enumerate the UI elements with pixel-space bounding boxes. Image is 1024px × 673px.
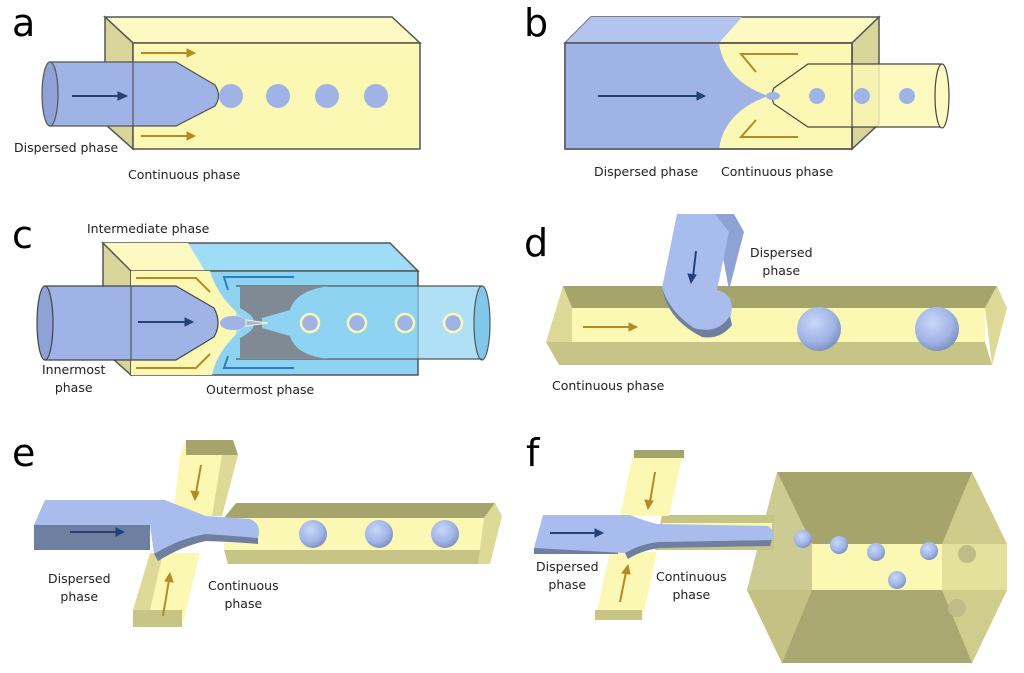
droplet-faded	[948, 599, 966, 617]
panel-b: b Dispersed phase Continuous phase	[512, 0, 1024, 200]
cross-junction-diagram	[34, 440, 502, 627]
double-emulsion-droplet	[299, 312, 321, 334]
capillary-opening	[41, 61, 59, 127]
droplet	[854, 88, 870, 104]
panel-e: e	[0, 420, 512, 650]
panel-letter-b: b	[524, 1, 549, 45]
droplet	[794, 530, 812, 548]
continuous-flow-arrow-icon	[619, 471, 656, 603]
double-emulsion-droplet	[394, 312, 416, 334]
droplet	[830, 536, 848, 554]
double-emulsion-droplet	[442, 312, 464, 334]
panel-letter-f: f	[526, 431, 540, 475]
label-innermost-phase: Innermost phase	[42, 362, 106, 396]
label-dispersed-phase: Dispersed phase	[48, 571, 111, 605]
label-intermediate-phase: Intermediate phase	[87, 221, 210, 236]
intermediate-flow-arrow-icon	[136, 277, 211, 369]
droplet	[315, 84, 339, 108]
droplet	[219, 84, 243, 108]
dispersed-flow-arrow-icon	[598, 91, 707, 101]
tube-opening	[473, 285, 491, 361]
tube-wall	[240, 286, 330, 359]
label-dispersed-phase: Dispersed phase	[750, 245, 813, 279]
chamber-left	[747, 472, 812, 663]
droplet	[915, 307, 959, 351]
label-continuous-phase: Continuous phase	[128, 167, 241, 182]
label-dispersed-phase: Dispersed phase	[14, 140, 119, 155]
channel-back-wall	[563, 286, 997, 308]
panel-d: d Dispersed phase	[512, 200, 1024, 410]
droplet	[266, 84, 290, 108]
outlet-back-wall	[224, 503, 495, 518]
droplet-faded	[958, 545, 976, 563]
channel-right-end	[985, 286, 1007, 365]
channel-left-end	[546, 286, 572, 342]
chamber-bottom	[747, 590, 1007, 663]
outlet-front-wall	[224, 550, 484, 564]
inlet-curve	[662, 288, 732, 338]
panel-c: c Int	[0, 210, 512, 410]
dispersed-inlet-top	[34, 500, 259, 554]
outlet-floor	[224, 518, 484, 550]
droplet	[899, 88, 915, 104]
panel-f: f	[512, 420, 1024, 673]
droplet	[867, 543, 885, 561]
dispersed-flow-arrow-icon	[550, 528, 605, 538]
droplet	[766, 92, 780, 100]
flow-focusing-device-diagram	[563, 15, 950, 151]
droplet	[920, 542, 938, 560]
label-continuous-phase: Continuous phase	[721, 164, 834, 179]
label-outermost-phase: Outermost phase	[206, 382, 315, 397]
continuous-flow-arrow-icon	[583, 322, 639, 332]
label-dispersed-phase: Dispersed phase	[594, 164, 699, 179]
panel-letter-d: d	[524, 221, 549, 265]
channel-box-top	[103, 16, 422, 44]
panel-letter-e: e	[12, 431, 36, 475]
label-continuous-phase: Continuous phase	[208, 578, 279, 612]
innermost-flow-arrow-icon	[138, 317, 195, 327]
droplet	[797, 307, 841, 351]
dispersed-flow-arrow-icon	[687, 250, 697, 285]
double-emulsion-droplet	[346, 312, 368, 334]
label-continuous-phase: Continuous phase	[552, 378, 665, 393]
droplet	[364, 84, 388, 108]
droplet	[299, 520, 327, 548]
dispersed-thread-side	[154, 534, 258, 561]
step-emulsification-diagram	[546, 214, 1007, 365]
inlet-channel	[662, 214, 732, 332]
double-emulsion-device-diagram	[36, 241, 491, 377]
panel-a: a Dispersed phase Continuous phase	[0, 0, 512, 200]
capillary-opening	[934, 63, 950, 129]
dispersed-flow-arrow-icon	[70, 527, 126, 537]
continuous-flow-arrow-icon	[141, 48, 197, 141]
capillary-opening	[36, 285, 54, 361]
capillary-tube	[49, 61, 220, 127]
dispersed-inlet-top	[534, 515, 774, 553]
side-channel-bottom	[595, 552, 657, 620]
continuous-flow-arrow-icon	[162, 464, 202, 617]
label-dispersed-phase: Dispersed phase	[536, 559, 599, 593]
droplet	[888, 571, 906, 589]
dispersed-flow-arrow-icon	[72, 91, 129, 101]
outermost-flow-arrow-icon	[222, 276, 294, 369]
outlet-end	[478, 503, 502, 564]
dispersed-inlet-side	[34, 525, 150, 550]
droplet	[365, 520, 393, 548]
panel-letter-c: c	[12, 213, 33, 257]
droplet	[809, 88, 825, 104]
droplet	[431, 520, 459, 548]
side-channel-top	[620, 450, 684, 516]
step-chamber-diagram	[534, 450, 1007, 663]
label-continuous-phase: Continuous phase	[656, 569, 727, 603]
inner-jet	[220, 316, 246, 330]
channel-front-wall	[546, 342, 992, 365]
coflow-device-diagram	[41, 15, 422, 151]
panel-letter-a: a	[12, 1, 36, 45]
continuous-flow-arrow-icon	[738, 53, 798, 138]
